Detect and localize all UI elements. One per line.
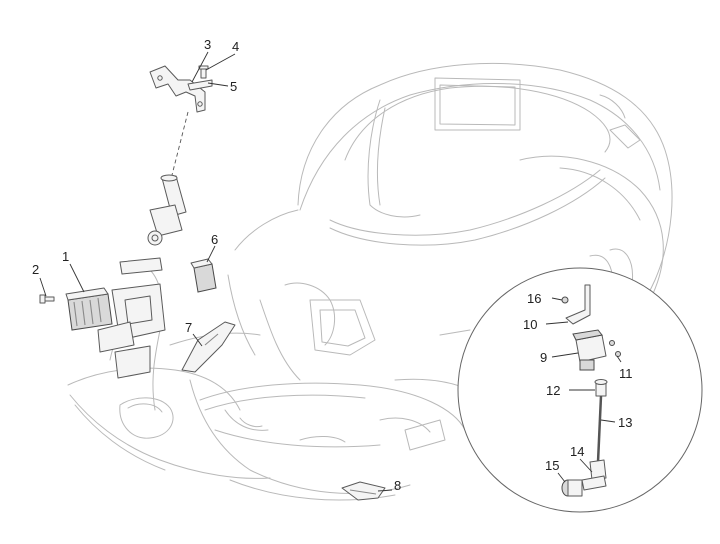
- callout-2: 2: [32, 262, 39, 277]
- cable-part-13: [596, 395, 603, 463]
- connector-part-14: [581, 459, 607, 491]
- callout-3: 3: [204, 37, 211, 52]
- callout-7: 7: [185, 320, 192, 335]
- screw-part-16: [561, 296, 569, 304]
- callout-8: 8: [394, 478, 401, 493]
- assembly-guide-line: [171, 111, 189, 176]
- callout-6: 6: [211, 232, 218, 247]
- callout-15: 15: [545, 458, 559, 473]
- frame-post: [97, 174, 187, 379]
- cap-part-12: [594, 379, 608, 397]
- voltage-regulator-part-1: [65, 287, 113, 331]
- callout-16: 16: [527, 291, 541, 306]
- leader-lines: [39, 51, 622, 492]
- screw-part-2: [39, 294, 55, 304]
- callout-1: 1: [62, 249, 69, 264]
- callout-5: 5: [230, 79, 237, 94]
- relay-part-6: [190, 258, 217, 293]
- callout-12: 12: [546, 383, 560, 398]
- callout-4: 4: [232, 39, 239, 54]
- bracket-part-3: [149, 65, 213, 113]
- callout-10: 10: [523, 317, 537, 332]
- screw-part-11: [609, 340, 621, 357]
- bracket-part-8: [341, 481, 386, 501]
- callout-9: 9: [540, 350, 547, 365]
- callout-14: 14: [570, 444, 584, 459]
- callout-13: 13: [618, 415, 632, 430]
- screw-part-4: [198, 65, 209, 79]
- plug-part-15: [561, 479, 583, 497]
- ignition-coil-part-9: [572, 329, 607, 371]
- bracket-part-10: [565, 284, 591, 325]
- callout-11: 11: [619, 366, 633, 381]
